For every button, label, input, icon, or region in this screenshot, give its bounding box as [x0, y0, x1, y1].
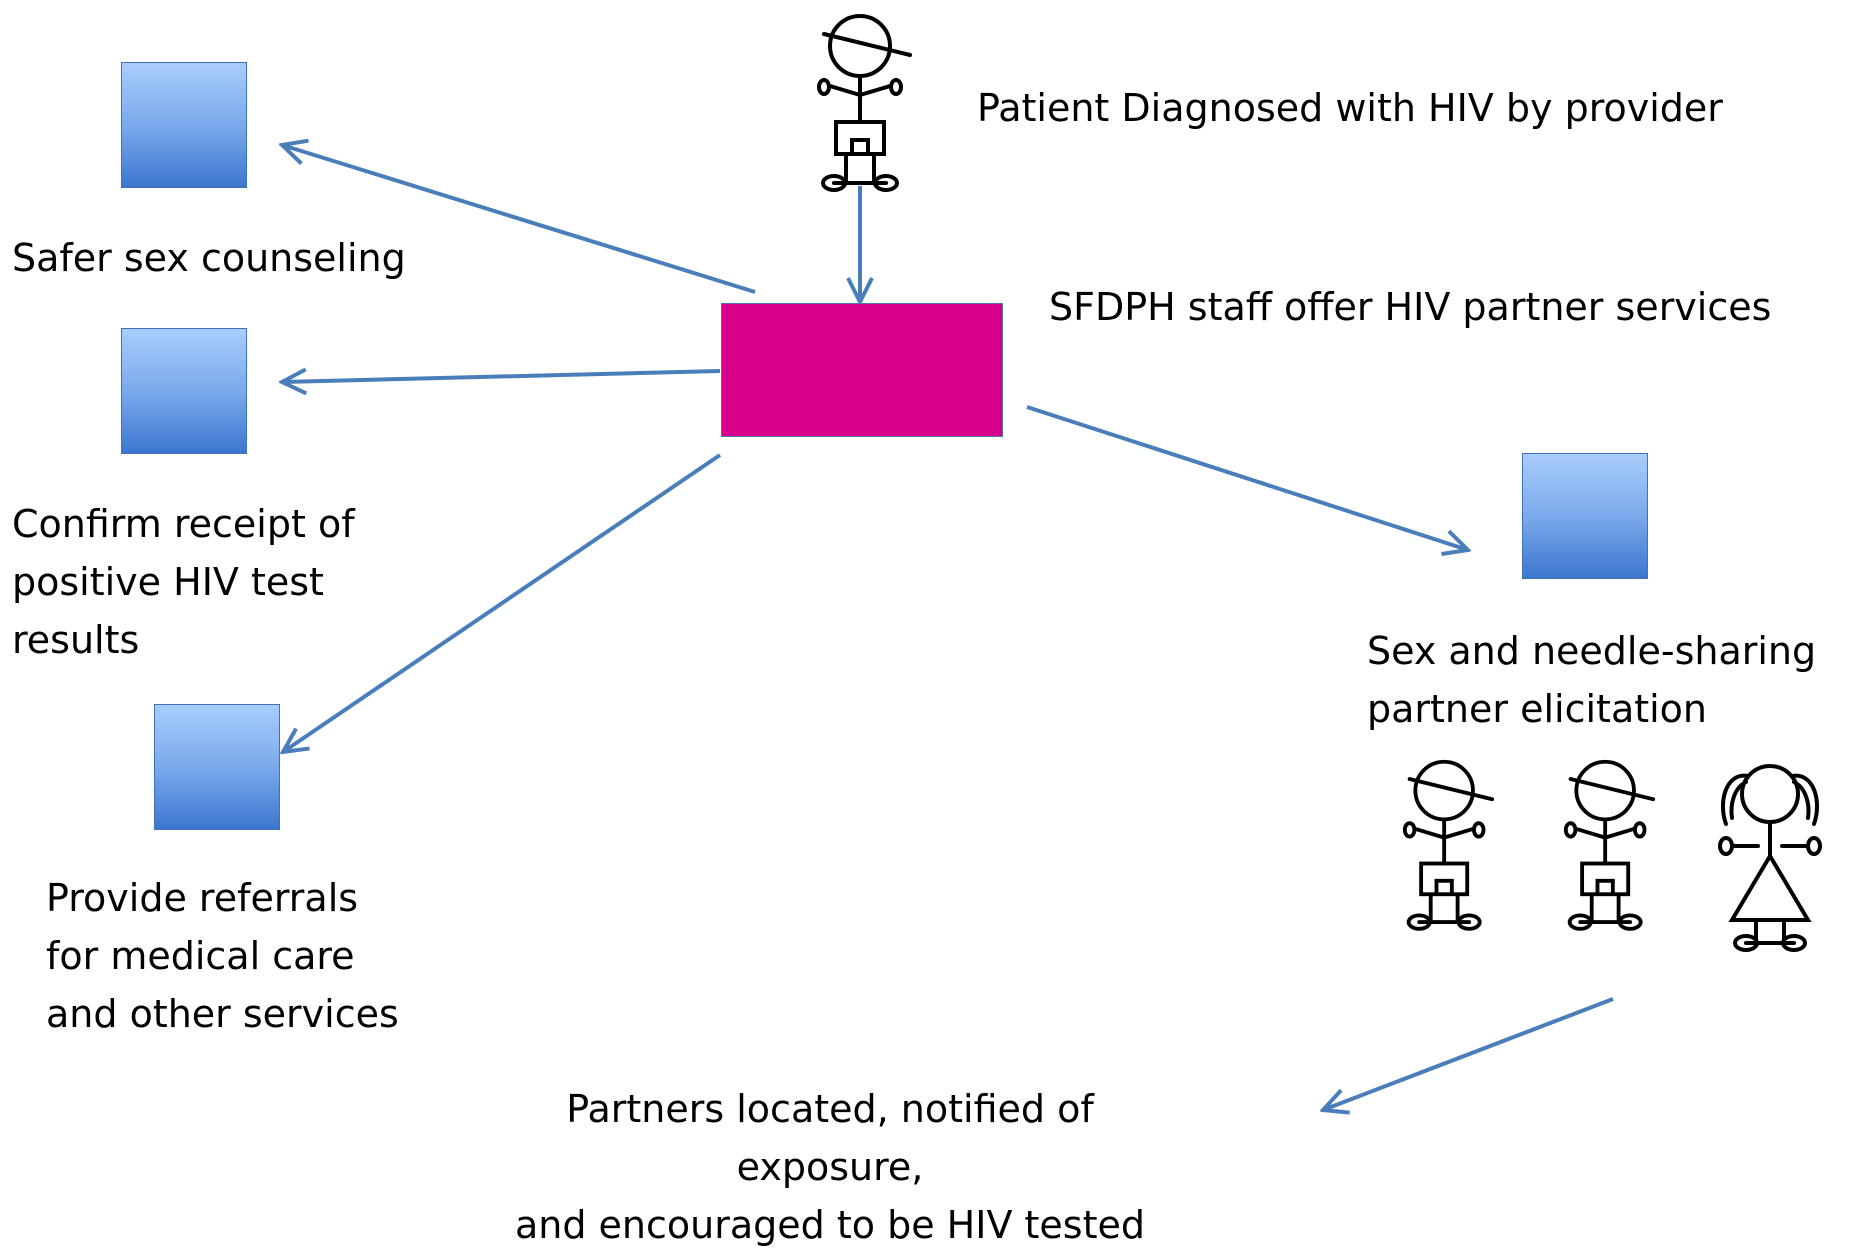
confirm-box: [121, 328, 247, 454]
partner-male-2-icon: [1563, 759, 1656, 931]
partner-male-1-icon: [1402, 759, 1495, 931]
confirm-label: Confirm receipt of positive HIV test res…: [12, 502, 355, 662]
partner-female-icon: [1718, 764, 1822, 952]
referrals-label: Provide referrals for medical care and o…: [46, 876, 399, 1036]
elicitation-label: Sex and needle-sharing partner elicitati…: [1367, 629, 1817, 731]
patient-label: Patient Diagnosed with HIV by provider: [977, 86, 1723, 130]
counseling-label: Safer sex counseling: [12, 236, 406, 280]
arrow-hub-to-counseling: [282, 145, 756, 294]
outcome-label: Partners located, notified of exposure, …: [514, 1087, 1145, 1247]
arrow-hub-to-referrals: [283, 453, 722, 752]
hub-rectangle: [721, 303, 1003, 437]
elicitation-box: [1522, 453, 1648, 579]
arrow-hub-to-confirm: [282, 371, 721, 382]
counseling-box: [121, 62, 247, 188]
arrow-partners-to-outcome: [1323, 997, 1614, 1110]
patient-figure-icon: [817, 14, 912, 192]
diagram-graphics: [0, 14, 1822, 1185]
referrals-box: [154, 704, 280, 830]
arrow-hub-to-elicitation: [1026, 405, 1468, 550]
hub-label: SFDPH staff offer HIV partner services: [1049, 285, 1772, 329]
partner-services-diagram: Patient Diagnosed with HIV by provider S…: [0, 14, 1822, 1247]
